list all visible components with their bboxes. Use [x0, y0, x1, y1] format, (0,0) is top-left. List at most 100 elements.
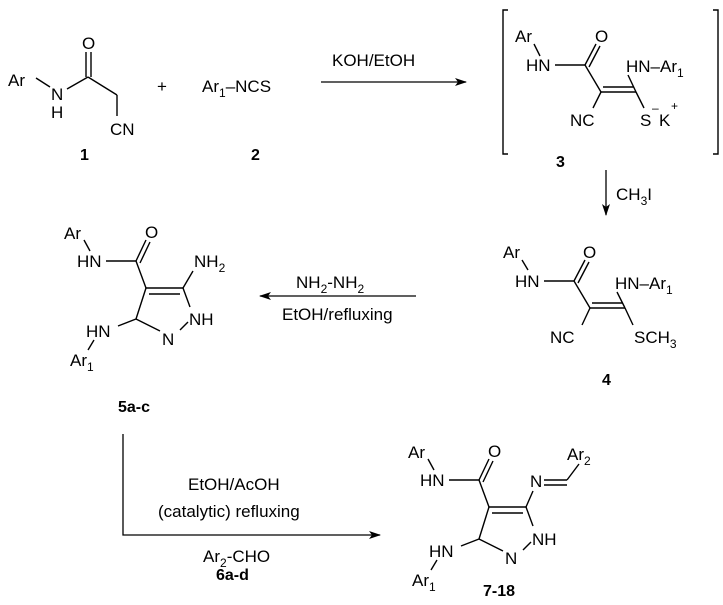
- double-bond-a: [478, 458, 490, 481]
- bond: [616, 291, 626, 309]
- bond: [87, 339, 95, 351]
- compound-5a-c: Ar HN O NH2 NH N HN Ar1 5a-c: [64, 223, 226, 416]
- atom-nh2: NH2: [194, 252, 226, 275]
- reaction-arrow-step1: KOH/EtOH: [321, 51, 467, 86]
- atom-n: N: [162, 330, 174, 349]
- atom-ar: Ar: [408, 443, 425, 462]
- bond: [635, 91, 645, 109]
- atom-ar2: Ar2: [567, 445, 591, 468]
- bond: [566, 463, 580, 481]
- bond: [66, 76, 89, 90]
- atom-s: S: [640, 111, 651, 130]
- reaction-arrow-step4: EtOH/AcOH (catalytic) refluxing: [122, 434, 381, 539]
- bond: [182, 287, 191, 308]
- atom-hn: HN: [429, 542, 454, 561]
- bond: [522, 541, 532, 551]
- double-bond-b: [588, 45, 601, 68]
- compound-7-18: Ar HN O N Ar2 NH N HN Ar1 7-18: [408, 442, 591, 600]
- bond: [533, 43, 541, 57]
- atom-ar: Ar: [503, 243, 520, 262]
- atom-ar1: Ar1: [412, 571, 436, 594]
- charge-minus: –: [652, 101, 659, 115]
- atom-sch3: SCH3: [634, 328, 677, 351]
- formula-2: Ar1–NCS: [202, 77, 271, 100]
- compound-1: Ar N H O CN 1: [8, 34, 135, 164]
- bond: [135, 260, 147, 289]
- bond: [117, 318, 137, 327]
- atom-ar: Ar: [64, 224, 81, 243]
- bond: [627, 74, 637, 93]
- compound-3: Ar HN O HN–Ar1 NC S – K + 3: [502, 9, 719, 171]
- bracket-right: [713, 9, 719, 155]
- bond: [584, 64, 602, 93]
- bond: [182, 270, 194, 289]
- atom-o: O: [583, 243, 596, 262]
- compound-label-1: 1: [80, 147, 89, 164]
- reaction-arrow-step2: CH3I: [602, 170, 652, 216]
- bond: [135, 287, 147, 320]
- compound-label-6a-d: 6a-d: [216, 567, 249, 584]
- compound-6a-d: Ar2-CHO 6a-d: [203, 547, 270, 584]
- bond: [460, 538, 480, 547]
- atom-nh: NH: [189, 310, 214, 329]
- bond: [525, 490, 534, 508]
- reagent-ch3i: CH3I: [616, 185, 652, 208]
- reagent-hydrazine: NH2-NH2: [296, 273, 364, 296]
- atom-hn: HN: [77, 252, 102, 271]
- compound-label-3: 3: [556, 154, 565, 171]
- bond: [581, 307, 591, 326]
- reagent-koh-etoh: KOH/EtOH: [332, 51, 415, 70]
- atom-o: O: [82, 34, 95, 53]
- bond: [87, 76, 118, 96]
- double-bond-a: [584, 43, 597, 66]
- compound-label-2: 2: [251, 147, 260, 164]
- conditions-etoh-acoh: EtOH/AcOH: [188, 475, 280, 494]
- atom-hn: HN: [86, 322, 111, 341]
- atom-ar: Ar: [515, 27, 532, 46]
- compound-label-4: 4: [602, 372, 611, 389]
- compound-label-7-18: 7-18: [483, 583, 515, 600]
- double-bond-a: [573, 259, 586, 282]
- plus-sign: +: [157, 77, 167, 96]
- bond: [573, 280, 591, 309]
- bond: [478, 506, 490, 540]
- atom-o: O: [595, 27, 608, 46]
- atom-hn-ar1: HN–Ar1: [615, 274, 673, 297]
- charge-plus: +: [671, 99, 678, 113]
- bracket-left: [502, 9, 508, 155]
- double-bond-b: [482, 460, 494, 483]
- bond: [430, 559, 438, 571]
- bond: [478, 538, 504, 552]
- bond: [179, 321, 189, 331]
- compound-label-5a-c: 5a-c: [118, 399, 150, 416]
- bond: [427, 458, 435, 471]
- atom-cn: CN: [110, 120, 135, 139]
- atom-nc: NC: [570, 111, 595, 130]
- bond: [83, 239, 91, 252]
- atom-h: H: [51, 103, 63, 122]
- double-bond-b: [139, 241, 151, 264]
- atom-o: O: [488, 442, 501, 461]
- bond: [521, 259, 529, 271]
- atom-n-imine: N: [530, 472, 542, 491]
- bond: [478, 479, 490, 508]
- atom-o: O: [145, 223, 158, 242]
- atom-ar: Ar: [8, 71, 25, 90]
- atom-k: K: [659, 111, 671, 130]
- bond: [525, 506, 534, 527]
- bond: [624, 307, 634, 326]
- atom-hn: HN: [526, 56, 551, 75]
- reaction-arrow-step3: NH2-NH2 EtOH/refluxing: [259, 273, 416, 324]
- atom-n: N: [505, 549, 517, 568]
- bond: [135, 318, 161, 332]
- atom-hn: HN: [515, 272, 540, 291]
- conditions-catalytic-refluxing: (catalytic) refluxing: [158, 502, 300, 521]
- atom-hn: HN: [420, 471, 445, 490]
- compound-2: Ar1–NCS 2: [202, 77, 271, 164]
- atom-ar1: Ar1: [70, 351, 94, 374]
- bond: [35, 77, 51, 88]
- formula-6: Ar2-CHO: [203, 547, 270, 570]
- atom-hn-ar1: HN–Ar1: [626, 57, 684, 80]
- atom-nh: NH: [532, 530, 557, 549]
